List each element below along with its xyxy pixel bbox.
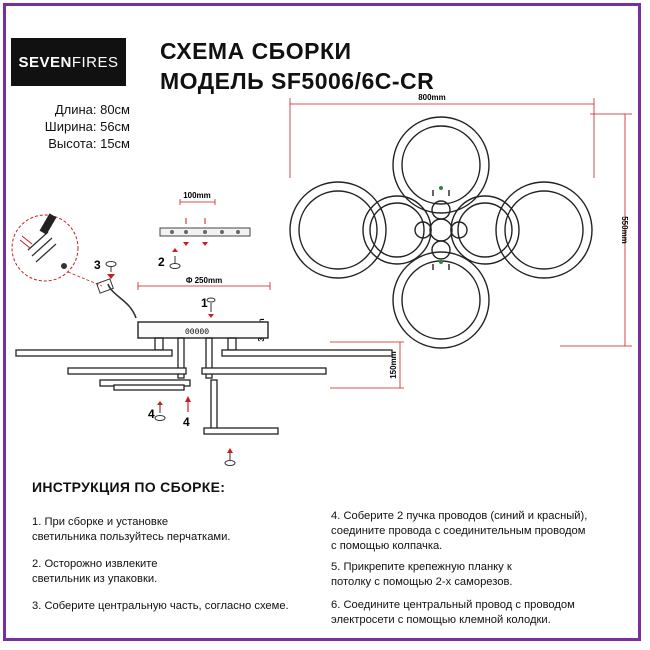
mount-dot-bottom xyxy=(439,260,443,264)
brand-part2: FIRES xyxy=(71,53,119,71)
title-line2: МОДЕЛЬ SF5006/6C-CR xyxy=(160,68,435,94)
bar-bottom xyxy=(203,427,279,435)
ring-top-outer xyxy=(392,116,490,214)
terminal-block xyxy=(96,278,114,294)
ring-right-inner xyxy=(504,190,584,270)
spec-length: Длина: 80см xyxy=(54,102,130,117)
callout-1: 1 xyxy=(201,296,208,310)
instructions-heading: ИНСТРУКЦИЯ ПО СБОРКЕ: xyxy=(32,479,226,495)
assembly-diagram: 800mm 550mm 3 100mm 2 xyxy=(11,93,632,466)
ring-center-left-inner xyxy=(369,202,425,258)
bar-left-top xyxy=(15,349,173,357)
dim-top-height-label: 550mm xyxy=(620,216,629,244)
step-2: 2. Осторожно извлеките светильник из упа… xyxy=(32,557,157,587)
step-1: 1. При сборке и установке светильника по… xyxy=(32,515,230,545)
ring-left-inner xyxy=(298,190,378,270)
dim-total-height: 150mm xyxy=(389,351,398,379)
callout-3: 3 xyxy=(94,258,101,272)
callout-2: 2 xyxy=(158,255,165,269)
step-3-line1: 3. Соберите центральную часть, согласно … xyxy=(32,600,289,612)
bar-left-mid xyxy=(67,367,187,375)
spec-list: Длина: 80см Ширина: 56см Высота: 15см xyxy=(18,101,130,152)
ring-left-outer xyxy=(289,181,387,279)
spec-height: Высота: 15см xyxy=(48,136,130,151)
hub-right xyxy=(450,221,468,239)
step-5: 5. Прикрепите крепежную планку к потолку… xyxy=(331,560,513,590)
ring-top-inner xyxy=(401,125,481,205)
canopy-display: 00000 xyxy=(185,328,209,337)
brand-part1: SEVEN xyxy=(18,53,72,71)
step-5-line1: 5. Прикрепите крепежную планку к xyxy=(331,561,512,573)
step-2-line1: 2. Осторожно извлеките xyxy=(32,558,158,570)
ring-center-right-inner xyxy=(457,202,513,258)
hub-arms xyxy=(432,190,450,270)
dim-top-height xyxy=(560,113,632,347)
callout-4a: 4 xyxy=(148,407,155,421)
ring-side-views xyxy=(15,349,393,435)
screw-3-icon xyxy=(105,261,117,279)
bar-right-mid xyxy=(201,367,327,375)
screw-bottom-icon xyxy=(224,448,236,466)
step-3: 3. Соберите центральную часть, согласно … xyxy=(32,599,289,614)
step-4: 4. Соберите 2 пучка проводов (синий и кр… xyxy=(331,509,587,554)
callout-4b: 4 xyxy=(183,415,190,429)
hub-bottom xyxy=(431,240,451,260)
power-cable xyxy=(107,283,137,319)
dim-top-width-label: 800mm xyxy=(418,93,446,102)
step-6-line2: электросети с помощью клемной колодки. xyxy=(331,614,551,626)
spec-width: Ширина: 56см xyxy=(44,119,130,134)
bar-right-top xyxy=(221,349,393,357)
ring-bottom-outer xyxy=(392,251,490,349)
hub-left xyxy=(414,221,432,239)
hub-top xyxy=(431,200,451,220)
top-view xyxy=(289,116,593,349)
screw-4-icon xyxy=(154,401,166,421)
canopy-body xyxy=(137,321,269,339)
mount-dot-top xyxy=(439,186,443,190)
ring-center-left-outer xyxy=(362,195,432,265)
screw-2-icon xyxy=(169,248,181,269)
dim-bracket-label: 100mm xyxy=(183,191,211,200)
step-4-line2: соедините провода с соединительным прово… xyxy=(331,525,586,537)
step-4-line3: с помощью колпачка. xyxy=(331,540,443,552)
hub-center xyxy=(429,218,453,242)
ring-right-outer xyxy=(495,181,593,279)
step-1-line2: светильника пользуйтесь перчатками. xyxy=(32,531,231,543)
step-1-line1: 1. При сборке и установке xyxy=(32,516,169,528)
step-4-line1: 4. Соберите 2 пучка проводов (синий и кр… xyxy=(331,510,588,522)
dim-canopy-diameter: Φ 250mm xyxy=(186,276,222,285)
wire-detail xyxy=(11,213,103,287)
bar-left-low2 xyxy=(113,384,185,391)
title-line1: СХЕМА СБОРКИ xyxy=(160,38,352,64)
page-title: СХЕМА СБОРКИ МОДЕЛЬ SF5006/6C-CR xyxy=(160,36,434,96)
page-frame xyxy=(3,3,641,641)
mounting-bracket xyxy=(159,199,251,246)
step-2-line2: светильник из упаковки. xyxy=(32,573,158,585)
step-6-line1: 6. Соедините центральный провод с провод… xyxy=(331,599,575,611)
ring-center-right-outer xyxy=(450,195,520,265)
dim-top-width xyxy=(289,98,595,178)
step-5-line2: потолку с помощью 2-х саморезов. xyxy=(331,576,513,588)
screw-1-icon xyxy=(206,297,216,318)
arrow-up-1 xyxy=(185,396,191,412)
ring-bottom-inner xyxy=(401,260,481,340)
canopy-dimensions xyxy=(137,282,404,389)
step-6: 6. Соедините центральный провод с провод… xyxy=(331,598,575,628)
